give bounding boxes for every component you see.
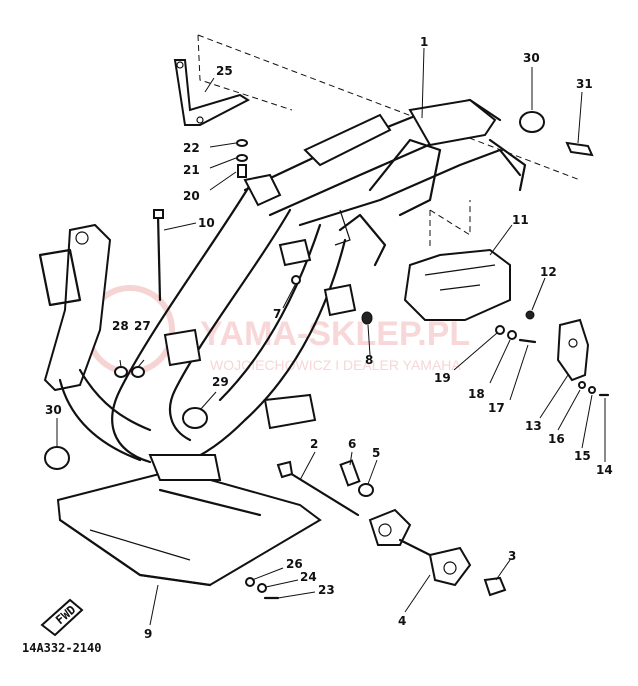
small-hardware bbox=[114, 275, 610, 600]
callout-13: 13 bbox=[525, 419, 542, 433]
callout-30-top: 30 bbox=[523, 51, 540, 65]
callout-4: 4 bbox=[398, 614, 406, 628]
callout-1: 1 bbox=[420, 35, 428, 49]
leader-lines bbox=[56, 47, 606, 626]
callout-20: 20 bbox=[183, 189, 200, 203]
watermark-main: YAMA-SKLEP.PL bbox=[200, 315, 470, 353]
callout-18: 18 bbox=[468, 387, 485, 401]
engine-mount-parts bbox=[276, 459, 507, 597]
callout-9: 9 bbox=[144, 627, 152, 641]
callout-25: 25 bbox=[216, 64, 233, 78]
watermark-sub: WOJCIECHOWICZ I DEALER YAMAHA bbox=[210, 357, 461, 373]
callout-7: 7 bbox=[273, 307, 281, 321]
callout-29: 29 bbox=[212, 375, 229, 389]
callout-14: 14 bbox=[596, 463, 613, 477]
callout-6: 6 bbox=[348, 437, 356, 451]
part-13-bracket bbox=[556, 318, 590, 382]
callout-27: 27 bbox=[134, 319, 151, 333]
callout-17: 17 bbox=[488, 401, 505, 415]
callout-labels: 1 2 3 4 5 6 7 8 9 10 11 12 13 14 15 16 1… bbox=[45, 35, 613, 641]
callout-8: 8 bbox=[365, 353, 373, 367]
callout-10: 10 bbox=[198, 216, 215, 230]
callout-11: 11 bbox=[512, 213, 529, 227]
drawing-code: 14A332-2140 bbox=[22, 641, 101, 655]
callout-15: 15 bbox=[574, 449, 591, 463]
callout-30-left: 30 bbox=[45, 403, 62, 417]
part-11-box bbox=[403, 248, 511, 321]
part-25-bracket bbox=[173, 59, 251, 126]
watermark: YAMA-SKLEP.PL WOJCIECHOWICZ I DEALER YAM… bbox=[85, 285, 470, 375]
callout-22: 22 bbox=[183, 141, 200, 155]
callout-28: 28 bbox=[112, 319, 129, 333]
callout-3: 3 bbox=[508, 549, 516, 563]
part-20-22-fasteners bbox=[236, 139, 248, 178]
fwd-mark: FWD bbox=[40, 598, 84, 637]
callout-16: 16 bbox=[548, 432, 565, 446]
callout-5: 5 bbox=[372, 446, 380, 460]
main-frame bbox=[38, 98, 527, 587]
caps bbox=[44, 111, 594, 470]
callout-12: 12 bbox=[540, 265, 557, 279]
callout-24: 24 bbox=[300, 570, 317, 584]
callout-21: 21 bbox=[183, 163, 200, 177]
callout-2: 2 bbox=[310, 437, 318, 451]
callout-19: 19 bbox=[434, 371, 451, 385]
reference-lines bbox=[197, 34, 581, 250]
callout-31: 31 bbox=[576, 77, 593, 91]
callout-23: 23 bbox=[318, 583, 335, 597]
callout-26: 26 bbox=[286, 557, 303, 571]
part-10-bolt bbox=[153, 209, 164, 302]
